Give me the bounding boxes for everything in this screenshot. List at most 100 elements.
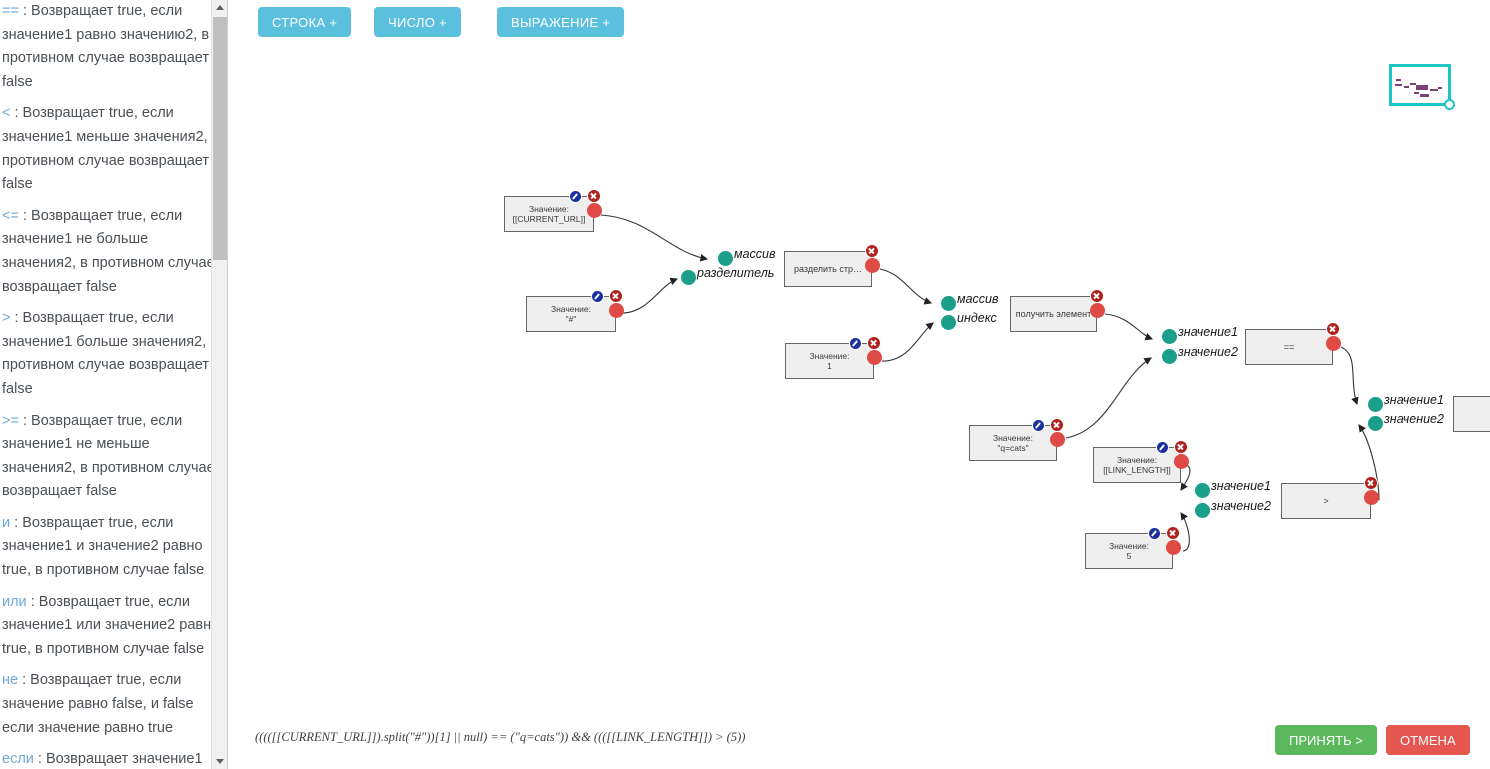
output-port[interactable]	[609, 303, 624, 318]
input-port[interactable]	[1162, 329, 1177, 344]
help-sidebar: == : Возвращает true, если значение1 рав…	[0, 0, 228, 769]
add-number-node-button[interactable]: ЧИСЛО +	[374, 7, 461, 37]
minimap-node-dot	[1395, 84, 1402, 86]
edit-node-icon[interactable]	[849, 337, 862, 350]
help-item: < : Возвращает true, если значение1 мень…	[2, 102, 224, 196]
sidebar-scrollbar-thumb[interactable]	[213, 17, 227, 260]
delete-node-icon[interactable]	[1090, 289, 1104, 303]
help-item: == : Возвращает true, если значение1 рав…	[2, 0, 224, 94]
graph-node-hash[interactable]: Значение:"#"	[526, 296, 616, 332]
node-label: Значение:"#"	[550, 304, 592, 324]
output-port[interactable]	[1166, 540, 1181, 555]
node-label: получить элемент	[1015, 309, 1092, 319]
output-port[interactable]	[1174, 454, 1189, 469]
port-label: массив	[957, 292, 999, 306]
help-item: >= : Возвращает true, если значение1 не …	[2, 410, 224, 504]
graph-node-get-element[interactable]: получить элемент	[1010, 296, 1097, 332]
cancel-button[interactable]: ОТМЕНА	[1386, 725, 1470, 755]
input-port[interactable]	[1368, 397, 1383, 412]
output-port[interactable]	[1326, 336, 1341, 351]
port-label: массив	[734, 247, 776, 261]
help-item-operator: ==	[2, 3, 19, 19]
help-item: если : Возвращает значение1 если выражен…	[2, 748, 224, 769]
graph-canvas[interactable]: СТРОКА + ЧИСЛО + ВЫРАЖЕНИЕ +	[229, 0, 1490, 769]
minimap-node-dot	[1438, 87, 1442, 89]
graph-node-and[interactable]: и	[1453, 396, 1490, 432]
output-port[interactable]	[1364, 490, 1379, 505]
minimap-viewport[interactable]	[1389, 64, 1455, 110]
help-item-description: : Возвращает true, если значение1 меньше…	[2, 105, 220, 193]
minimap-node-dot	[1404, 86, 1409, 88]
output-port[interactable]	[587, 203, 602, 218]
resize-handle-icon[interactable]	[1444, 99, 1455, 110]
minimap-node-dot	[1420, 94, 1429, 97]
input-port[interactable]	[681, 270, 696, 285]
edit-node-icon[interactable]	[1148, 527, 1161, 540]
graph-node-split[interactable]: разделить стр…	[784, 251, 872, 287]
input-port[interactable]	[718, 251, 733, 266]
output-port[interactable]	[867, 350, 882, 365]
delete-node-icon[interactable]	[587, 189, 601, 203]
edit-node-icon[interactable]	[591, 290, 604, 303]
scroll-down-button[interactable]	[212, 753, 227, 769]
minimap-node-dot	[1410, 83, 1416, 85]
port-label: индекс	[957, 311, 997, 325]
help-item-description: : Возвращает true, если значение1 не бол…	[2, 207, 215, 295]
scroll-up-button[interactable]	[212, 0, 227, 16]
minimap-node-dot	[1430, 89, 1438, 91]
input-port[interactable]	[1195, 483, 1210, 498]
add-string-node-button[interactable]: СТРОКА +	[258, 7, 352, 37]
minimap-node-dot	[1414, 92, 1419, 94]
graph-node-link-length[interactable]: Значение:[[LINK_LENGTH]]	[1093, 447, 1181, 483]
help-item: и : Возвращает true, если значение1 и зн…	[2, 512, 224, 583]
delete-node-icon[interactable]	[865, 244, 879, 258]
node-label: >	[1323, 496, 1329, 506]
output-port[interactable]	[865, 258, 880, 273]
help-item-description: : Возвращает true, если значение1 и знач…	[2, 514, 205, 579]
edit-node-icon[interactable]	[1156, 441, 1169, 454]
help-item-operator: <=	[2, 207, 19, 224]
graph-node-five[interactable]: Значение:5	[1085, 533, 1173, 569]
help-item-description: : Возвращает true, если значение1 не мен…	[2, 412, 215, 500]
delete-node-icon[interactable]	[1050, 418, 1064, 432]
graph-node-index-one[interactable]: Значение:1	[785, 343, 874, 379]
sidebar-scrollbar-track[interactable]	[211, 0, 227, 769]
add-expression-node-button[interactable]: ВЫРАЖЕНИЕ +	[497, 7, 625, 37]
delete-node-icon[interactable]	[609, 289, 623, 303]
port-label: разделитель	[697, 266, 775, 280]
port-label: значение1	[1211, 479, 1271, 493]
delete-node-icon[interactable]	[1326, 322, 1340, 336]
node-toolbar: СТРОКА + ЧИСЛО + ВЫРАЖЕНИЕ +	[229, 0, 1490, 46]
edit-node-icon[interactable]	[569, 190, 582, 203]
graph-node-qcats[interactable]: Значение:"q=cats"	[969, 425, 1057, 461]
output-port[interactable]	[1050, 432, 1065, 447]
help-item-description: : Возвращает true, если значение1 равно …	[2, 3, 210, 90]
graph-node-eq[interactable]: ==	[1245, 329, 1333, 365]
help-item-description: : Возвращает true, если значение равно f…	[2, 672, 194, 736]
node-label: Значение:1	[809, 351, 850, 371]
output-port[interactable]	[1090, 303, 1105, 318]
input-port[interactable]	[1195, 503, 1210, 518]
help-item: <= : Возвращает true, если значение1 не …	[2, 205, 224, 299]
edit-node-icon[interactable]	[1032, 419, 1045, 432]
help-list: == : Возвращает true, если значение1 рав…	[0, 0, 227, 769]
help-item-description: : Возвращает значение1 если выражение ра…	[37, 751, 203, 768]
help-item-description: : Возвращает true, если значение1 или зн…	[2, 593, 220, 657]
delete-node-icon[interactable]	[1174, 440, 1188, 454]
graph-node-gt[interactable]: >	[1281, 483, 1371, 519]
delete-node-icon[interactable]	[1364, 476, 1378, 490]
input-port[interactable]	[941, 296, 956, 311]
delete-node-icon[interactable]	[867, 336, 881, 350]
accept-button[interactable]: ПРИНЯТЬ >	[1275, 725, 1377, 755]
help-item: > : Возвращает true, если значение1 боль…	[2, 307, 224, 401]
help-item: или : Возвращает true, если значение1 ил…	[2, 591, 224, 662]
input-port[interactable]	[1368, 416, 1383, 431]
help-item-operator: если	[2, 751, 34, 768]
delete-node-icon[interactable]	[1166, 526, 1180, 540]
input-port[interactable]	[941, 315, 956, 330]
node-label: Значение:"q=cats"	[992, 433, 1034, 453]
graph-node-current-url[interactable]: Значение:[[CURRENT_URL]]	[504, 196, 594, 232]
node-label: Значение:[[CURRENT_URL]]	[512, 204, 586, 224]
input-port[interactable]	[1162, 349, 1177, 364]
